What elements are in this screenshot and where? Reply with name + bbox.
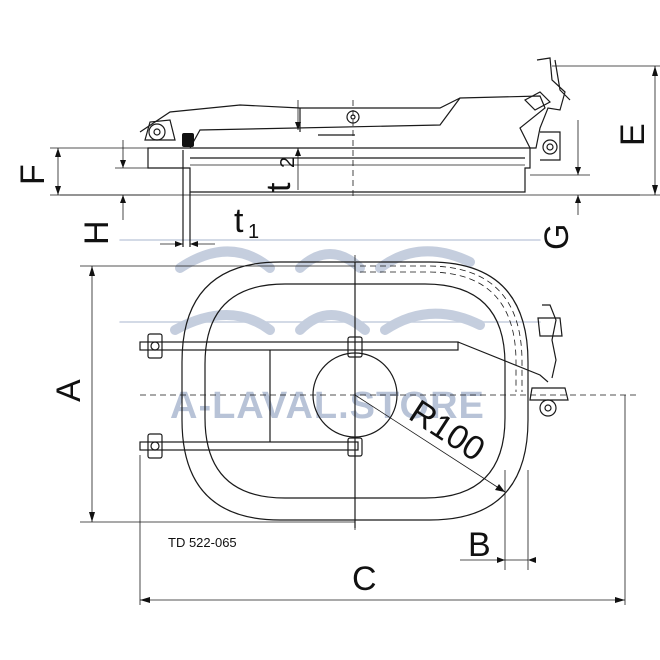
drawing-code: TD 522-065: [168, 535, 237, 550]
dimension-B: B: [460, 470, 536, 570]
dimension-A: A: [50, 266, 95, 522]
label-C: C: [352, 560, 377, 598]
label-t2-subscript: 2: [277, 157, 299, 168]
label-F: F: [14, 164, 52, 185]
dimension-H: H: [78, 140, 190, 245]
label-t1: t: [234, 202, 244, 240]
dimension-C: C: [139, 395, 626, 605]
watermark-text: A-LAVAL.STORE: [170, 385, 485, 427]
dimension-t1: t 1: [160, 202, 259, 247]
side-view: [60, 57, 640, 247]
plan-view: [80, 255, 640, 530]
label-G: G: [538, 224, 576, 250]
label-A: A: [50, 379, 88, 402]
label-B: B: [468, 526, 491, 564]
label-E: E: [614, 123, 652, 146]
dimension-G: G: [530, 120, 590, 250]
label-H: H: [78, 220, 116, 245]
dimension-F: F: [14, 147, 150, 196]
label-t1-subscript: 1: [248, 221, 259, 243]
dimension-E: E: [552, 65, 660, 196]
dimension-t2: t 2: [260, 100, 301, 192]
watermark-logo: [119, 239, 541, 335]
label-t2: t: [260, 182, 298, 192]
